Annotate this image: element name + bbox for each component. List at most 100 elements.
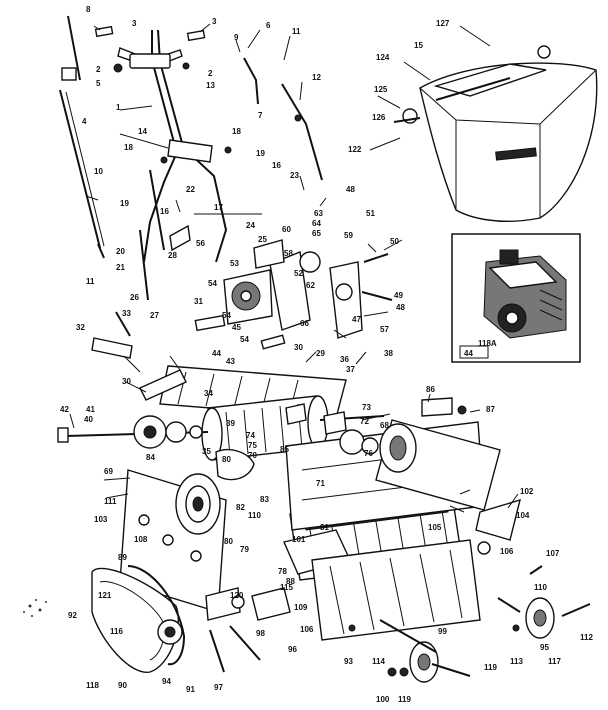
callout: 105 [428,523,442,532]
callout: 15 [414,41,423,50]
callout: 54 [222,311,231,320]
callout: 6 [266,21,271,30]
callout: 51 [366,209,375,218]
callout: 36 [340,355,349,364]
callout: 118 [86,681,99,690]
callout: 99 [438,627,447,636]
callout: 118A [478,339,497,348]
callout: 29 [316,349,325,358]
callout: 111 [104,497,117,506]
callout: 11 [86,277,95,286]
callout: 125 [374,85,388,94]
callout: 94 [162,677,171,686]
callout: 80 [224,537,233,546]
callout: 121 [98,591,112,600]
callout: 54 [240,335,249,344]
callout: 127 [436,19,450,28]
callout: 22 [186,185,195,194]
callout: 42 [60,405,69,414]
callout: 91 [186,685,195,694]
callout: 37 [346,365,355,374]
callout: 79 [240,545,249,554]
callout: 12 [312,73,321,82]
callout: 32 [76,323,85,332]
callout: 98 [256,629,265,638]
callout: 4 [82,117,87,126]
callout: 34 [204,389,213,398]
callout: 49 [394,291,403,300]
callout: 52 [294,269,303,278]
callout: 23 [290,171,299,180]
callout: 92 [68,611,77,620]
callout: 120 [230,591,244,600]
drive-bracket [91,239,393,359]
callout: 59 [344,231,353,240]
callout: 104 [516,511,530,520]
callout: 24 [246,221,255,230]
callout: 72 [360,417,369,426]
callout: 68 [380,421,389,430]
callout: 14 [138,127,147,136]
callout: 126 [372,113,386,122]
callout: 88 [286,577,295,586]
callout: 74 [246,431,255,440]
callout: 87 [486,405,495,414]
callout: 27 [150,311,159,320]
callout: 25 [258,235,267,244]
callout: 31 [194,297,203,306]
callout: 26 [130,293,139,302]
callout: 19 [120,199,129,208]
callout: 40 [84,415,93,424]
callout: 11 [292,27,301,36]
right-side-plate [285,397,501,511]
callout: 3 [132,19,137,28]
callout: 10 [94,167,103,176]
engine-inset [451,233,581,363]
callout: 106 [500,547,514,556]
cutting-reel [283,421,485,641]
callout: 18 [124,143,133,152]
callout: 84 [146,453,155,462]
callout: 100 [376,695,390,704]
callout: 70 [248,451,257,460]
callout: 5 [96,79,101,88]
callout: 96 [288,645,297,654]
callout: 75 [248,441,257,450]
callout-labels: 8 3 3 9 6 11 127 15 124 2 2 5 4 13 12 1 … [60,5,593,704]
callout: 20 [116,247,125,256]
callout: 110 [534,583,547,592]
callout: 66 [300,319,309,328]
callout: 16 [272,161,281,170]
callout: 86 [426,385,435,394]
callout: 28 [168,251,177,260]
callout: 103 [94,515,108,524]
callout: 83 [260,495,269,504]
callout: 124 [376,53,390,62]
callout: 113 [510,657,523,666]
callout: 82 [236,503,245,512]
callout: 1 [116,103,121,112]
callout: 93 [344,657,353,666]
callout: 90 [118,681,127,690]
callout: 63 [314,209,323,218]
callout: 110 [248,511,261,520]
callout: 73 [362,403,371,412]
grass-catcher [393,45,598,223]
callout: 117 [548,657,561,666]
callout: 48 [396,303,405,312]
callout: 9 [234,33,239,42]
callout: 30 [122,377,131,386]
callout: 95 [540,643,549,652]
callout: 21 [116,263,125,272]
callout: 89 [118,553,127,562]
callout: 39 [226,419,235,428]
callout: 62 [306,281,315,290]
callout: 30 [294,343,303,352]
callout: 115 [280,583,293,592]
handle-assembly [59,15,323,301]
callout: 8 [86,5,91,14]
callout: 19 [256,149,265,158]
callout: 53 [230,259,239,268]
callout: 122 [348,145,362,154]
callout: 43 [226,357,235,366]
